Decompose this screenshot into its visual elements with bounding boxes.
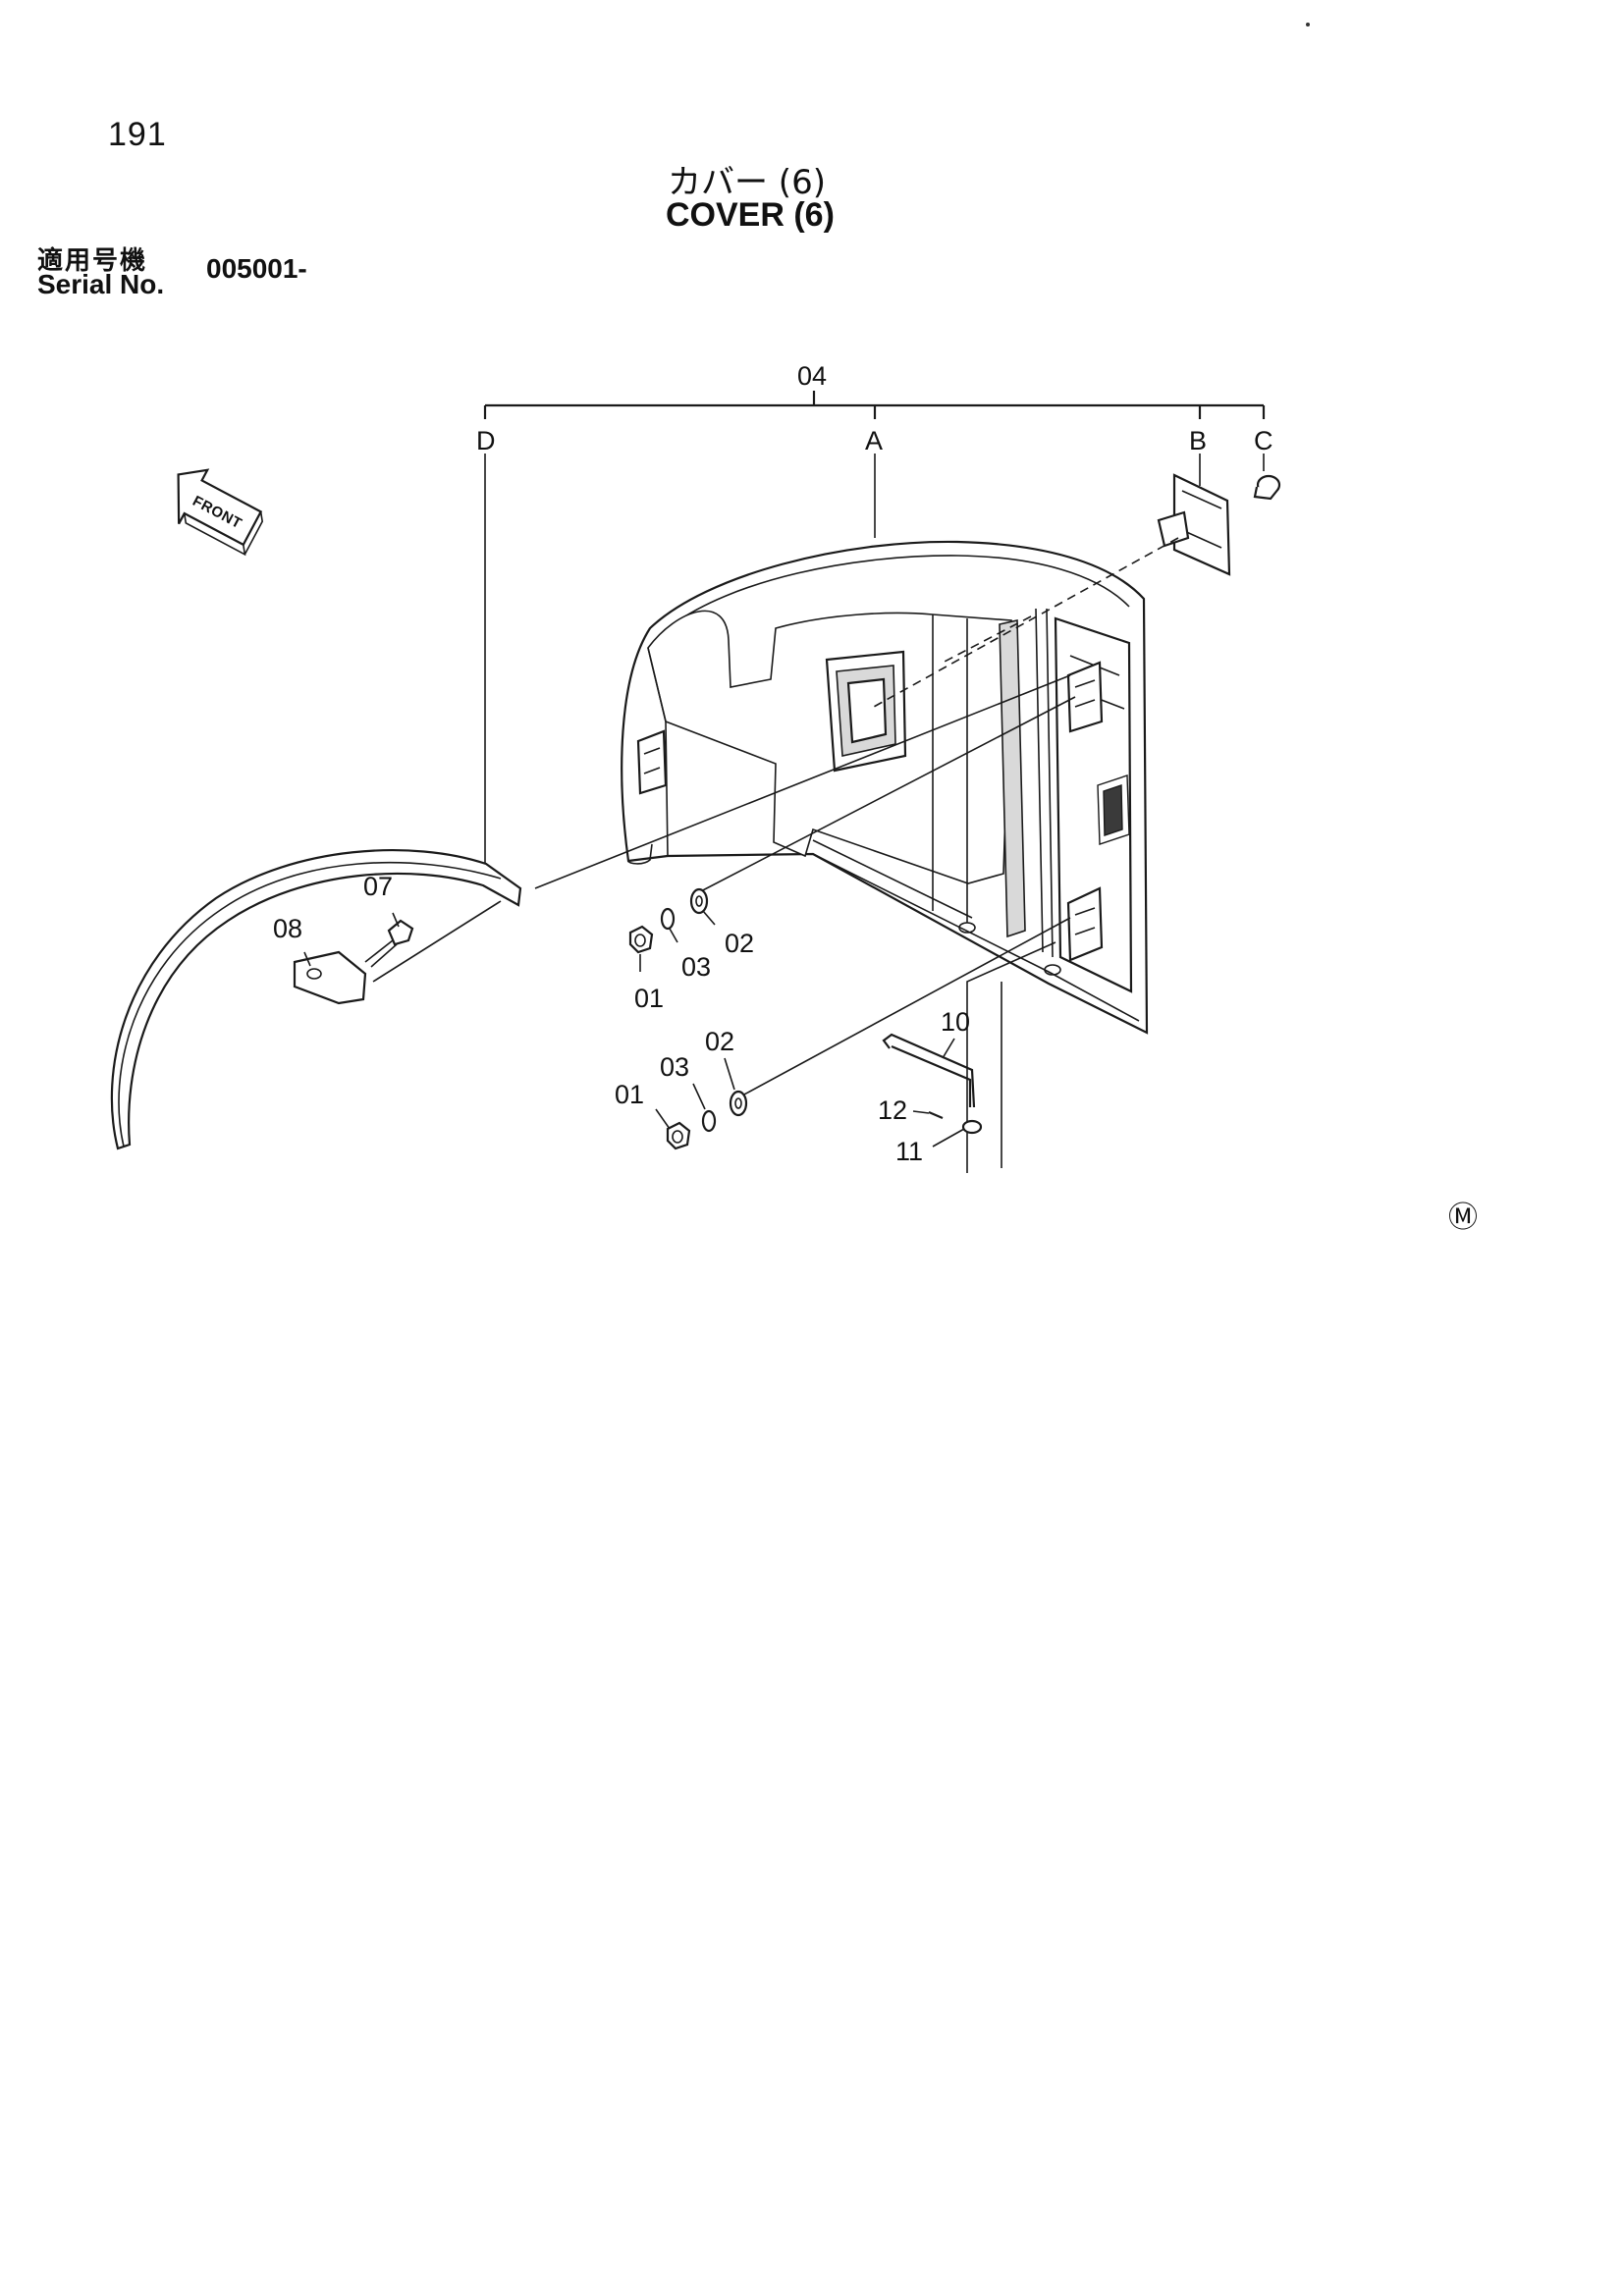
callout-03-lockwasher-lower: 03 <box>660 1052 689 1082</box>
part-07-bolt <box>364 919 414 968</box>
assembly-bracket-04 <box>483 391 1266 864</box>
callout-01-nut-lower: 01 <box>615 1080 644 1109</box>
serial-label-japanese: 適用号機 <box>37 246 148 276</box>
fastener-stack-lower <box>666 1090 748 1150</box>
m-mark-symbol: Ⓜ <box>1448 1201 1478 1235</box>
callout-12-pin: 12 <box>878 1095 907 1125</box>
assembly-label-04: 04 <box>797 361 827 391</box>
sub-label-c: C <box>1254 426 1273 455</box>
callout-07-bolt: 07 <box>363 872 393 901</box>
callout-02-washer-upper: 02 <box>725 929 754 958</box>
front-direction-arrow: FRONT <box>177 468 264 557</box>
serial-number-value: 005001- <box>206 253 307 284</box>
sub-label-b: B <box>1189 426 1207 455</box>
callout-02-washer-lower: 02 <box>705 1027 734 1056</box>
part-08-bracket <box>293 950 367 1005</box>
fastener-stack-upper <box>628 887 709 954</box>
part-d-seal-strip <box>110 849 522 1150</box>
title-japanese: カバー (6) <box>668 163 826 202</box>
part-12-pin <box>928 1110 944 1120</box>
callout-08-bracket: 08 <box>273 914 302 943</box>
sub-label-d: D <box>476 426 496 455</box>
page-number: 191 <box>108 116 167 153</box>
callout-11-washer: 11 <box>895 1137 923 1166</box>
serial-label-english: Serial No. <box>37 269 165 299</box>
part-b-bracket-plate <box>1157 473 1231 576</box>
part-11-washer <box>961 1119 983 1135</box>
callout-01-nut-upper: 01 <box>634 984 664 1013</box>
callout-10-rod: 10 <box>941 1007 970 1037</box>
callout-03-lockwasher-upper: 03 <box>681 952 711 982</box>
title-english: COVER (6) <box>666 196 835 234</box>
part-c-cap <box>1253 474 1281 501</box>
part-10-rod <box>882 1033 976 1108</box>
sub-label-a: A <box>865 426 883 455</box>
cover-panel-a <box>621 540 1149 1035</box>
